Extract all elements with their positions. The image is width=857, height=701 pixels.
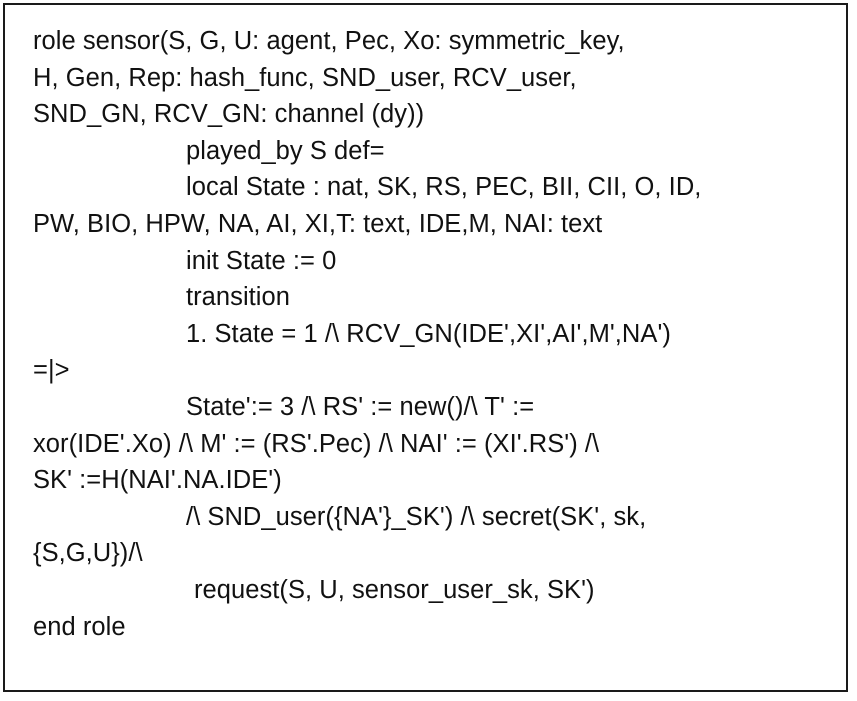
code-line: State':= 3 /\ RS' := new()/\ T' := bbox=[186, 392, 535, 421]
code-line: SND_GN, RCV_GN: channel (dy)) bbox=[33, 100, 425, 129]
hlpsl-role-code: role sensor(S, G, U: agent, Pec, Xo: sym… bbox=[33, 23, 834, 645]
code-listing-frame: role sensor(S, G, U: agent, Pec, Xo: sym… bbox=[3, 3, 848, 692]
code-line: request(S, U, sensor_user_sk, SK') bbox=[194, 575, 595, 604]
code-line: role sensor(S, G, U: agent, Pec, Xo: sym… bbox=[33, 27, 625, 55]
code-line: =|> bbox=[33, 356, 70, 385]
code-line: {S,G,U})/\ bbox=[33, 539, 143, 568]
code-line: end role bbox=[33, 612, 126, 641]
code-line: played_by S def= bbox=[186, 136, 385, 165]
code-line: local State : nat, SK, RS, PEC, BII, CII… bbox=[186, 173, 702, 202]
code-line: transition bbox=[186, 283, 290, 312]
code-line: /\ SND_user({NA'}_SK') /\ secret(SK', sk… bbox=[186, 502, 647, 531]
code-line: SK' :=H(NAI'.NA.IDE') bbox=[33, 466, 282, 495]
code-line: 1. State = 1 /\ RCV_GN(IDE',XI',AI',M',N… bbox=[186, 319, 671, 348]
code-line: H, Gen, Rep: hash_func, SND_user, RCV_us… bbox=[33, 63, 577, 92]
code-line: xor(IDE'.Xo) /\ M' := (RS'.Pec) /\ NAI' … bbox=[33, 429, 600, 458]
code-line: init State := 0 bbox=[186, 246, 337, 275]
code-line: PW, BIO, HPW, NA, AI, XI,T: text, IDE,M,… bbox=[33, 209, 603, 238]
